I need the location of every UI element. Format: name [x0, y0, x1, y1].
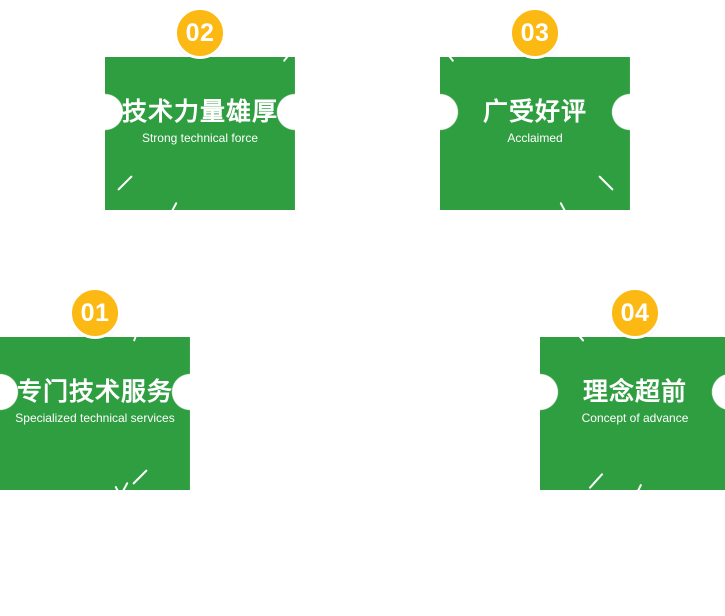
decorative-slash [132, 469, 148, 485]
decorative-slash [164, 201, 178, 225]
card-body: 广受好评 Acclaimed [437, 41, 630, 225]
card-title-en: Acclaimed [507, 131, 563, 145]
card-title-en: Strong technical force [141, 131, 259, 145]
decorative-slash [598, 175, 614, 191]
card-title-zh: 技术力量雄厚 [121, 98, 278, 126]
card-body: 专门技术服务 Specialized technical services [0, 318, 190, 505]
card-title-zh: 专门技术服务 [16, 378, 173, 406]
card-body: 理念超前 Concept of advance [540, 322, 725, 507]
card-title-en: Specialized technical services [15, 411, 175, 425]
decorative-slash [567, 322, 585, 342]
decorative-slash [282, 41, 300, 63]
feature-card-02: 02 技术力量雄厚 Strong technical force [105, 7, 300, 225]
number-badge-04: 04 [609, 287, 661, 339]
number-badge-02: 02 [174, 7, 226, 59]
number-badge-01: 01 [69, 287, 121, 339]
feature-card-03: 03 广受好评 Acclaimed [437, 7, 630, 225]
badge-number: 03 [520, 18, 550, 47]
card-title-en: Concept of advance [581, 411, 689, 425]
badge-number: 02 [185, 18, 215, 47]
feature-card-01: 01 专门技术服务 Specialized technical services [0, 287, 190, 505]
decorative-slash [117, 175, 133, 191]
feature-card-04: 04 理念超前 Concept of advance [540, 287, 725, 507]
card-body: 技术力量雄厚 Strong technical force [105, 41, 300, 225]
decorative-slash [588, 472, 604, 490]
badge-number: 04 [620, 298, 650, 327]
card-title-zh: 广受好评 [482, 98, 587, 126]
card-title-zh: 理念超前 [582, 378, 687, 406]
number-badge-03: 03 [509, 7, 561, 59]
decorative-slash [629, 483, 643, 507]
badge-number: 01 [80, 298, 110, 327]
decorative-slash [437, 41, 455, 63]
decorative-slash [132, 318, 144, 342]
decorative-slash [559, 201, 573, 225]
